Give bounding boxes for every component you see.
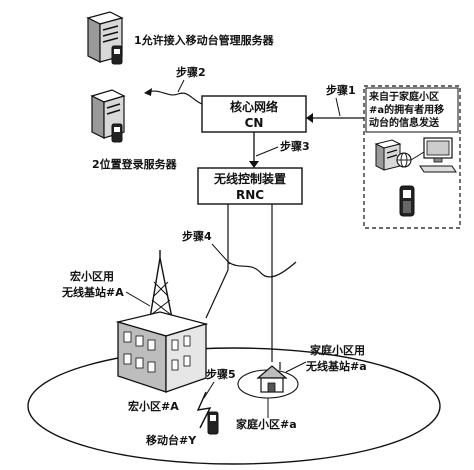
macro-base-station-label-line2: 无线基站#A xyxy=(61,285,124,299)
core-network-abbrev: CN xyxy=(245,116,264,130)
macro-cell-label: 宏小区#A xyxy=(128,399,179,413)
macro-cell-area xyxy=(27,347,441,465)
location-server-label: 2位置登录服务器 xyxy=(92,157,178,171)
step5-label-leader xyxy=(203,381,215,399)
source-text-line1: 来自于家庭小区 xyxy=(368,90,439,103)
step4-label-leader xyxy=(211,243,231,265)
home-base-station-label-line1: 家庭小区用 xyxy=(310,343,365,357)
core-network-box xyxy=(201,95,307,133)
source-server-icon xyxy=(374,139,402,171)
step1-label-leader xyxy=(335,97,341,117)
allow-access-server-label: 1允许接入移动台管理服务器 xyxy=(134,33,275,47)
step1-arrow-head xyxy=(306,113,313,123)
globe-icon xyxy=(396,152,412,168)
rnc-box xyxy=(197,167,303,205)
rnc-to-macro-line xyxy=(205,204,229,319)
mobile-station-label: 移动台#Y xyxy=(146,433,197,447)
step4-label: 步骤4 xyxy=(182,229,212,243)
step3-label-leader xyxy=(255,146,279,157)
rnc-abbrev: RNC xyxy=(236,188,264,202)
step3-arrow-head xyxy=(249,161,259,168)
location-server-icon xyxy=(90,89,126,143)
allow-access-server-icon xyxy=(86,11,124,65)
source-phone-icon xyxy=(399,185,415,217)
step2-label: 步骤2 xyxy=(176,65,206,79)
source-link xyxy=(410,151,425,161)
source-text-box xyxy=(365,87,459,133)
step3-label: 步骤3 xyxy=(280,139,310,153)
macro-base-station-label-line1: 宏小区用 xyxy=(70,269,114,283)
step5-radio-link xyxy=(196,391,212,429)
macro-base-station-leader xyxy=(125,291,151,307)
home-cell-label: 家庭小区#a xyxy=(236,417,297,431)
step4-connector xyxy=(227,261,297,278)
rnc-label: 无线控制装置 xyxy=(213,171,286,186)
home-base-station-leader xyxy=(285,361,307,373)
step5-label: 步骤5 xyxy=(206,367,236,381)
home-base-station-icon xyxy=(256,362,288,393)
mobile-station-icon xyxy=(207,411,219,435)
macro-base-station-icon xyxy=(115,250,209,393)
step2-label-leader xyxy=(177,79,185,93)
computer-icon xyxy=(419,137,457,173)
core-network-label: 核心网络 xyxy=(230,99,278,114)
step1-label: 步骤1 xyxy=(326,83,356,97)
step2-arrow-head xyxy=(144,88,152,96)
source-text-line3: 动台的信息发送 xyxy=(369,116,440,129)
source-text-line2: #a的拥有者用移 xyxy=(369,103,444,116)
home-base-station-label-line2: 无线基站#a xyxy=(305,359,367,373)
step2-connector xyxy=(147,90,203,105)
